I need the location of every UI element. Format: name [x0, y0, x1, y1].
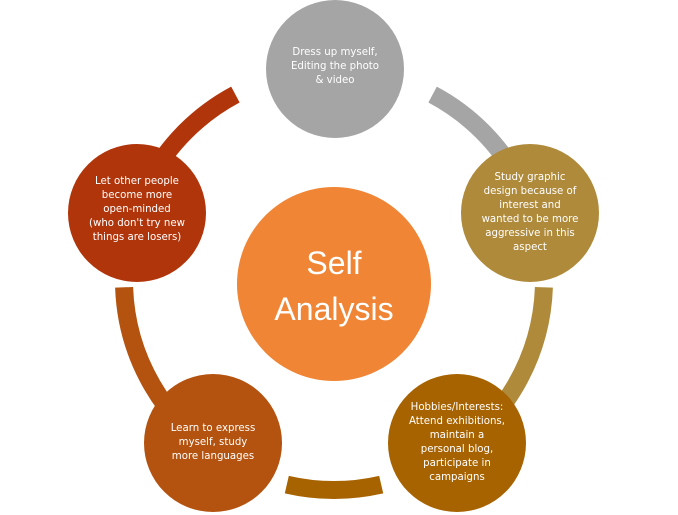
node-learn-express-label: Learn to express myself, study more lang…: [170, 423, 256, 462]
node-open-minded-label: Let other people become more open-minded…: [89, 176, 185, 243]
node-dress-up-label: Dress up myself, Editing the photo & vid…: [290, 47, 380, 86]
node-open-minded: Let other people become more open-minded…: [68, 144, 206, 282]
arc-bottom-right-to-bottom-left: [284, 475, 384, 499]
node-study-design-label: Study graphic design because of interest…: [481, 172, 579, 253]
node-dress-up: Dress up myself, Editing the photo & vid…: [266, 0, 404, 138]
node-hobbies: Hobbies/Interests: Attend exhibitions, m…: [388, 374, 526, 512]
node-hobbies-label: Hobbies/Interests: Attend exhibitions, m…: [409, 402, 505, 483]
center-label: Self Analysis: [274, 245, 394, 327]
center-self-analysis: Self Analysis: [237, 187, 431, 381]
node-study-design: Study graphic design because of interest…: [461, 144, 599, 282]
node-learn-express: Learn to express myself, study more lang…: [144, 374, 282, 512]
